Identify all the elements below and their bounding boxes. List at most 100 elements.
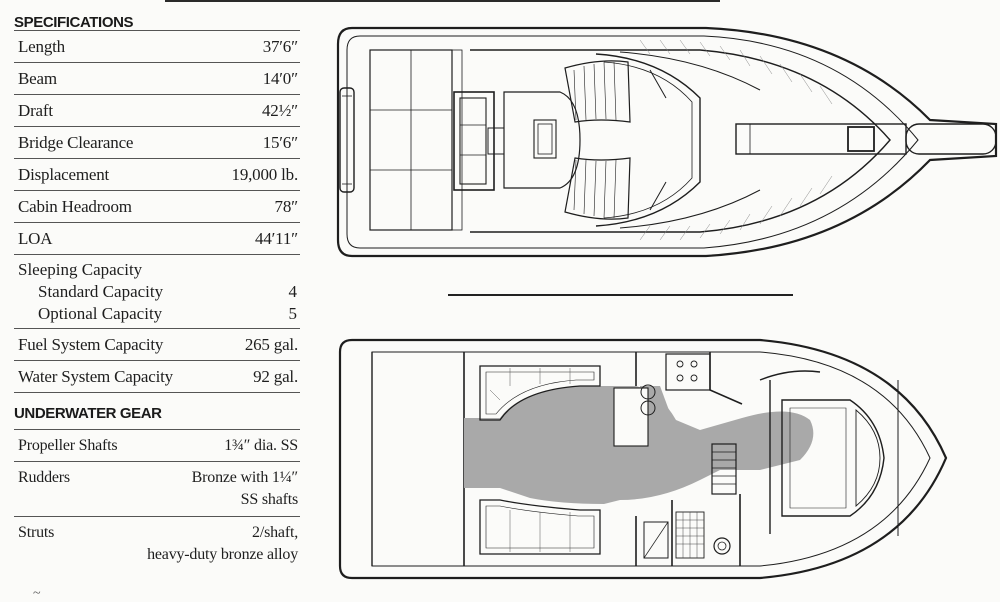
deck-hatching (639, 39, 833, 241)
toilet (713, 537, 731, 555)
spec-value: 19,000 lb. (231, 165, 299, 184)
spec-value: 42½″ (261, 101, 298, 120)
spec-value: 78″ (274, 197, 299, 216)
helm-seat (487, 127, 505, 155)
windshield-frame (595, 53, 701, 227)
stairs (711, 443, 737, 495)
spec-value: 37′6″ (262, 37, 299, 56)
windshield-inner (603, 61, 693, 219)
gear-row-struts: Struts 2/shaft, heavy-duty bronze alloy (14, 517, 300, 571)
spec-row-bridge-clearance: Bridge Clearance 15′6″ (14, 127, 300, 159)
spec-value-line: Bronze with 1¼″ (191, 469, 299, 486)
deck-cabin-line (619, 51, 761, 229)
spec-label: Displacement (18, 165, 110, 184)
head-vanity (643, 521, 669, 559)
windshield-mullion (649, 181, 667, 211)
spec-value: 92 gal. (253, 367, 298, 386)
spec-value: 5 (288, 304, 298, 323)
galley-sink-bowl (640, 400, 656, 416)
spec-label: LOA (18, 229, 53, 248)
spec-value: 265 gal. (244, 335, 298, 354)
helm-chair-back (537, 123, 553, 155)
spec-label: Draft (18, 101, 53, 120)
underwater-gear-list: Propeller Shafts 1¾″ dia. SS Rudders Bro… (14, 429, 300, 571)
stbd-lounge (564, 60, 631, 123)
spec-label: Beam (18, 69, 57, 88)
spec-label: Bridge Clearance (18, 133, 134, 152)
top-rule (165, 0, 720, 2)
gear-row-propeller: Propeller Shafts 1¾″ dia. SS (14, 429, 300, 462)
v-berth-pillow (855, 409, 881, 507)
settee-tufting (489, 368, 571, 552)
spec-label: Optional Capacity (38, 304, 163, 323)
stair-treads (712, 451, 736, 485)
drawing-divider-line (448, 294, 793, 296)
spec-value-line: heavy-duty bronze alloy (147, 546, 298, 563)
interior-plan (338, 338, 948, 580)
spec-label: Propeller Shafts (18, 437, 118, 454)
bridge-deck (503, 91, 581, 189)
galley-counter (665, 353, 711, 391)
spec-label: Length (18, 37, 65, 56)
stove-burner (676, 360, 684, 368)
bow-pulpit (905, 123, 997, 155)
deck-plan (336, 26, 998, 258)
spec-row-beam: Beam 14′0″ (14, 63, 300, 95)
transom-steps (451, 49, 463, 231)
spec-label: Water System Capacity (18, 367, 173, 386)
swim-platform (339, 87, 355, 193)
forward-cabin-bulkhead (759, 370, 821, 534)
spec-label: Sleeping Capacity (18, 260, 143, 279)
galley-bulkhead (635, 352, 743, 405)
specifications-panel: SPECIFICATIONS Length 37′6″ Beam 14′0″ D… (14, 8, 300, 571)
stove-burner (690, 374, 698, 382)
stove-burner (676, 374, 684, 382)
salon-floor-extension (640, 386, 680, 470)
spec-value: 1¾″ dia. SS (224, 437, 298, 454)
sleeping-optional: Optional Capacity 5 (18, 303, 298, 325)
spec-value: 15′6″ (262, 133, 299, 152)
port-lounge (564, 157, 631, 220)
spec-value-line: 2/shaft, (252, 524, 298, 541)
deck-inner-outline (346, 35, 919, 249)
footer-mark: ~ (33, 586, 41, 601)
spec-value: 4 (288, 282, 298, 301)
settee-upper (479, 365, 601, 421)
settee-lower (479, 499, 601, 555)
windshield-mullion (649, 69, 667, 99)
spec-row-water: Water System Capacity 92 gal. (14, 361, 300, 393)
spec-label: Cabin Headroom (18, 197, 132, 216)
port-lounge-slats (573, 159, 617, 219)
v-berth (781, 399, 885, 517)
spec-row-sleeping-capacity: Sleeping Capacity Standard Capacity 4 Op… (14, 255, 300, 329)
spec-row-draft: Draft 42½″ (14, 95, 300, 127)
anchor-hatch (847, 126, 875, 152)
spec-label: Struts (18, 524, 55, 541)
dinette-table (613, 387, 649, 447)
galley-sink-bowl (640, 384, 656, 400)
spec-value: 44′11″ (255, 229, 298, 248)
spec-value: 14′0″ (262, 69, 299, 88)
settee-upper-cushions (485, 371, 595, 415)
stbd-lounge-slats (573, 61, 617, 121)
spec-row-displacement: Displacement 19,000 lb. (14, 159, 300, 191)
interior-hull-outline (338, 338, 948, 580)
shower-grate (676, 512, 704, 558)
deck-cabin-top (470, 49, 891, 233)
underwater-gear-heading: UNDERWATER GEAR (14, 405, 162, 422)
spec-label: Standard Capacity (38, 282, 164, 301)
spec-label: Rudders (18, 469, 70, 486)
spec-value-line: SS shafts (240, 491, 299, 508)
stove-burner (690, 360, 698, 368)
toilet-seat (717, 541, 727, 551)
spec-value: Bronze with 1¼″ SS shafts (191, 467, 299, 511)
interior-inner-outline (371, 351, 931, 567)
head-vanity-diag (643, 521, 669, 559)
spec-label: Fuel System Capacity (18, 335, 164, 354)
deck-hull-outline (336, 26, 998, 258)
head-compartment (635, 494, 741, 566)
spec-row-cabin-headroom: Cabin Headroom 78″ (14, 191, 300, 223)
helm-panel (459, 97, 487, 185)
spec-row-fuel: Fuel System Capacity 265 gal. (14, 329, 300, 361)
